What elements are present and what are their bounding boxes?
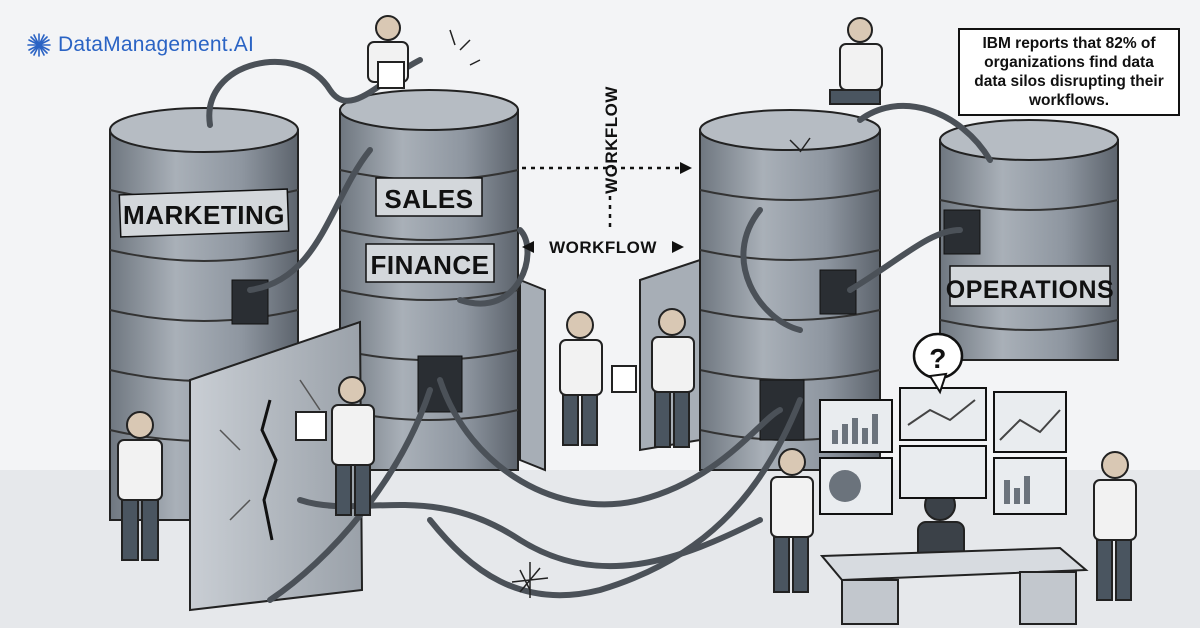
silo-marketing: MARKETING xyxy=(109,107,299,521)
person-handoff-right xyxy=(611,308,695,448)
workflow-arrow-horizontal-top xyxy=(522,162,692,174)
person-figures xyxy=(117,15,1137,601)
person-left-wall xyxy=(117,411,163,561)
person-monitor-left xyxy=(770,448,814,593)
question-bubble: ? xyxy=(912,332,964,395)
person-top-marketing xyxy=(367,15,409,89)
silo-label-marketing: MARKETING xyxy=(123,200,285,230)
silo-unlabeled xyxy=(699,109,881,471)
workflow-label-horizontal: WORKFLOW xyxy=(549,238,657,257)
workflow-arrow-horizontal xyxy=(522,241,684,253)
silo-label-sales: SALES xyxy=(384,184,473,214)
monitor-wall xyxy=(819,387,1067,515)
statistic-text: IBM reports that 82% of organizations fi… xyxy=(974,35,1164,109)
person-wall-papers xyxy=(295,376,375,516)
workflow-label-vertical: WORKFLOW xyxy=(602,86,621,194)
question-mark: ? xyxy=(929,343,947,374)
silo-label-operations: OPERATIONS xyxy=(946,276,1114,304)
person-operations-right xyxy=(1093,451,1137,601)
cracked-wall-left xyxy=(189,320,364,612)
brand-name: DataManagement.AI xyxy=(58,33,255,56)
person-handoff-left xyxy=(559,311,603,446)
silo-operations: OPERATIONS xyxy=(939,119,1119,361)
tangled-cables xyxy=(206,57,993,603)
sparks xyxy=(449,29,811,598)
desk xyxy=(819,546,1089,625)
brand-logo: DataManagement.AI xyxy=(26,30,254,60)
statistic-callout: IBM reports that 82% of organizations fi… xyxy=(958,28,1180,116)
person-top-right xyxy=(829,17,883,105)
brand-burst-icon xyxy=(27,33,51,57)
silo-label-finance: FINANCE xyxy=(370,250,489,280)
